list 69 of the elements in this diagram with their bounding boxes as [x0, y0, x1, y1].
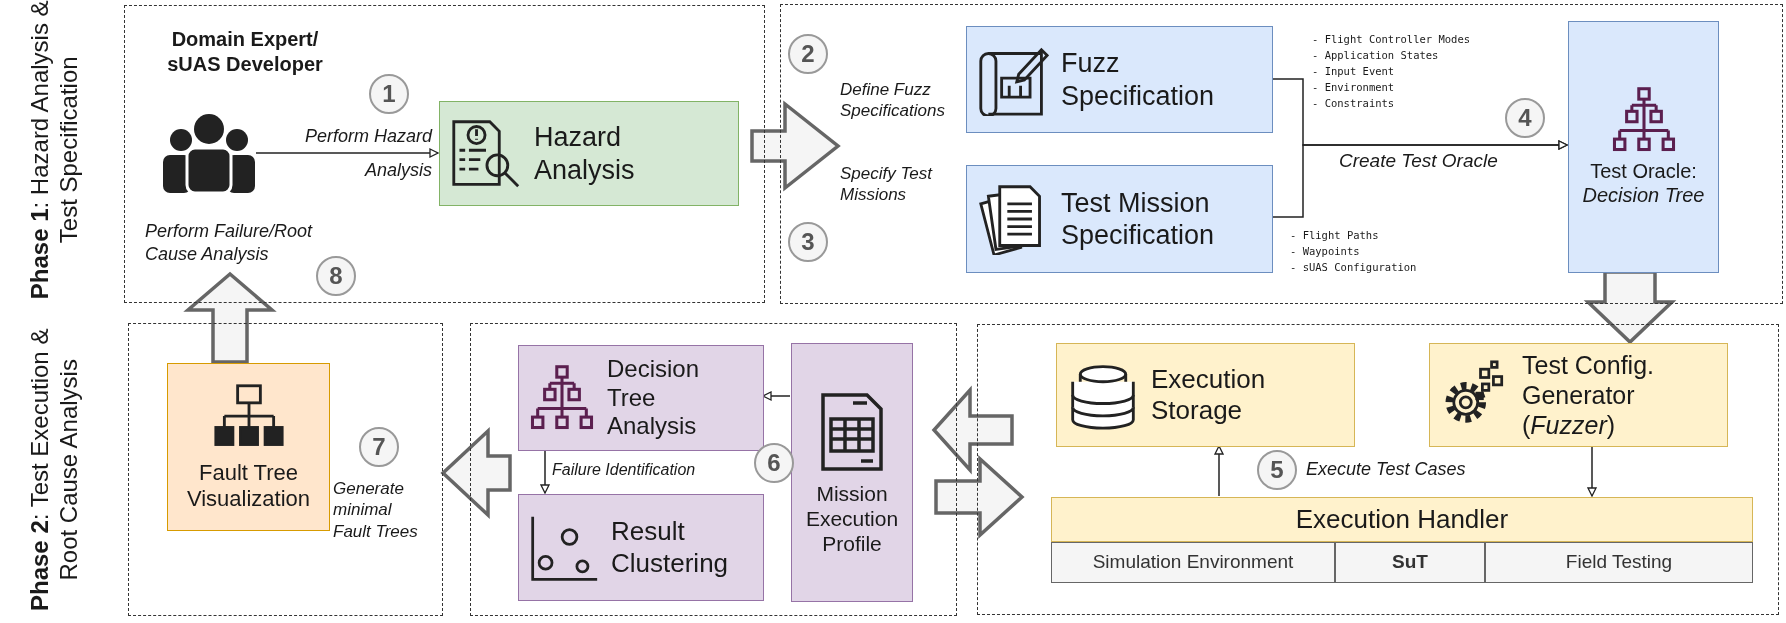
- step-number: 3: [788, 222, 828, 262]
- block-arrow: [931, 385, 1014, 475]
- dashed-region: [780, 4, 1783, 304]
- box-label: Test Config. Generator (Fuzzer): [1522, 350, 1655, 440]
- step-label: Execute Test Cases: [1306, 458, 1466, 481]
- block-arrow: [183, 271, 277, 364]
- process-box: [1051, 497, 1753, 542]
- process-box: [966, 165, 1273, 273]
- box-label: Result Clustering: [611, 516, 730, 579]
- step-number: 4: [1505, 98, 1545, 138]
- dashed-region: [977, 324, 1779, 615]
- process-box: [518, 494, 764, 601]
- process-box: [439, 101, 739, 206]
- dashed-region: [128, 323, 443, 616]
- box-label: Execution Handler: [1295, 503, 1509, 536]
- box-label: Decision Tree Analysis: [607, 354, 701, 442]
- block-arrow: [934, 455, 1025, 539]
- list-item: - Constraints: [1312, 97, 1395, 109]
- arrow: [540, 449, 550, 494]
- process-box: [167, 363, 330, 531]
- list-item: - Waypoints: [1290, 245, 1360, 257]
- step-number: 6: [754, 443, 794, 483]
- box-label: Hazard Analysis: [534, 121, 636, 186]
- process-box: [966, 26, 1273, 133]
- list-item: - Flight Paths: [1290, 229, 1379, 241]
- process-box: [518, 345, 764, 451]
- table-cell: [1051, 542, 1335, 583]
- step-number: 1: [369, 74, 409, 114]
- step-number: 7: [359, 427, 399, 467]
- box-label: Execution Storage: [1151, 363, 1267, 427]
- box-label: Simulation Environment: [1092, 551, 1294, 574]
- list-item: - Input Event: [1312, 65, 1395, 77]
- list-item: - Application States: [1312, 49, 1439, 61]
- dashed-region: [470, 323, 957, 616]
- box-label: Mission Execution Profile: [804, 480, 900, 557]
- process-box: [1056, 343, 1355, 447]
- block-arrow: [750, 100, 841, 192]
- arrow: [255, 148, 439, 158]
- step-number: 2: [788, 34, 828, 74]
- box-label: Fuzz Specification: [1061, 47, 1216, 112]
- list-item: - Environment: [1312, 81, 1395, 93]
- edge-label: Perform Hazard Analysis: [303, 125, 434, 182]
- box-label: Test Mission Specification: [1061, 186, 1216, 252]
- arrow: [762, 391, 791, 401]
- dashed-region: [124, 5, 765, 303]
- arrow: [1271, 140, 1568, 218]
- block-arrow: [1583, 270, 1677, 345]
- step-label: Specify Test Missions: [840, 163, 934, 206]
- step-label: Perform Failure/Root Cause Analysis: [145, 220, 314, 265]
- box-label: SuT: [1392, 551, 1428, 574]
- box-label: Field Testing: [1565, 551, 1673, 574]
- list-item: - Flight Controller Modes: [1312, 33, 1471, 45]
- step-number: 8: [316, 256, 356, 296]
- table-cell: [1485, 542, 1753, 583]
- arrow: [1214, 445, 1224, 497]
- table-cell: [1335, 542, 1485, 583]
- people-icon: [161, 113, 257, 193]
- actor-label: Domain Expert/ sUAS Developer: [166, 27, 324, 77]
- step-number: 5: [1257, 450, 1297, 490]
- step-label: Generate minimal Fault Trees: [333, 478, 419, 542]
- block-arrow: [440, 426, 512, 520]
- box-label: Test Oracle: Decision Tree: [1581, 159, 1706, 207]
- step-label: Define Fuzz Specifications: [840, 79, 946, 122]
- process-box: [1429, 343, 1728, 447]
- list-item: - sUAS Configuration: [1290, 261, 1417, 273]
- box-label: Fault Tree Visualization: [185, 459, 312, 513]
- process-box: [791, 343, 913, 602]
- arrow: [1587, 445, 1597, 497]
- process-box: [1568, 21, 1719, 273]
